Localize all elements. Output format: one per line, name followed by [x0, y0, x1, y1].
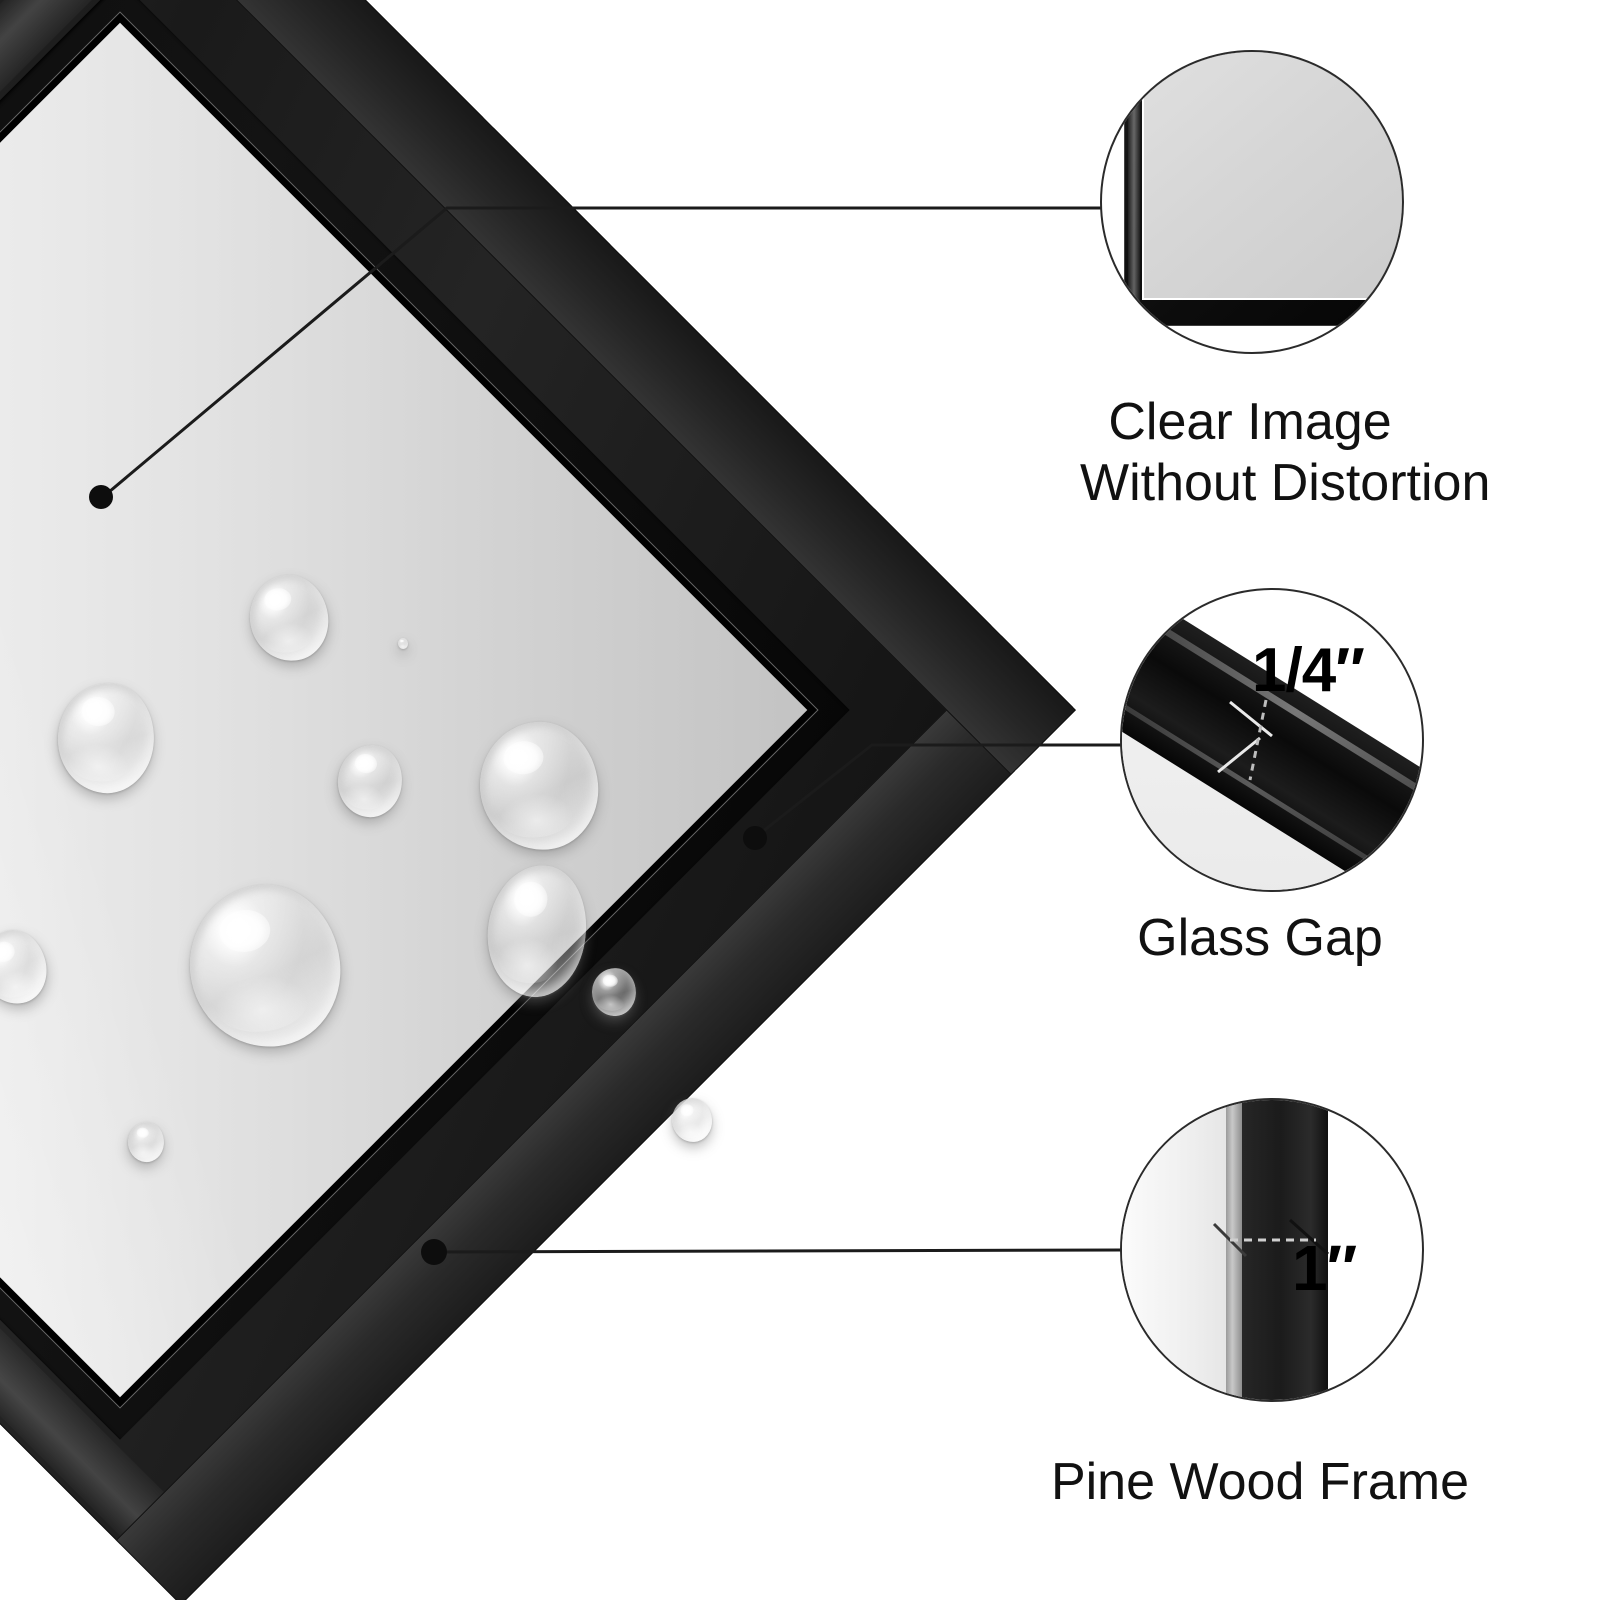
- water-droplet: [398, 638, 408, 649]
- detail-depth-glass-edge: [1226, 1100, 1242, 1400]
- dimension-label-glass-gap: 1/4″: [1252, 636, 1365, 705]
- detail-depth-wood: [1242, 1100, 1328, 1400]
- caption-clear-image-line1: Clear Image: [1108, 393, 1392, 451]
- caption-clear-image-line2: Without Distortion: [1080, 454, 1491, 513]
- callout-circle-pine-wood: [1120, 1098, 1424, 1402]
- callout-circle-clear-image: [1100, 50, 1404, 354]
- detail-depth-glass: [1122, 1100, 1226, 1400]
- product-photo: [0, 0, 1105, 1600]
- detail-gap-dimension-marks: [1217, 699, 1273, 781]
- caption-pine-wood: Pine Wood Frame: [1010, 1452, 1510, 1513]
- caption-pine-wood-line1: Pine Wood Frame: [1050, 1453, 1470, 1511]
- detail-frame-sheen: [1128, 52, 1140, 336]
- caption-glass-gap-line1: Glass Gap: [1137, 909, 1383, 967]
- caption-clear-image: Clear Image Without Distortion: [1080, 392, 1491, 515]
- detail-depth-dimension-marks: [1212, 1218, 1330, 1258]
- caption-glass-gap: Glass Gap: [1090, 908, 1430, 969]
- callout-circle-glass-gap: [1120, 588, 1424, 892]
- detail-glass-surface: [1142, 52, 1402, 300]
- dimension-label-pine-wood: 1″: [1292, 1232, 1357, 1304]
- water-droplet: [670, 1096, 714, 1144]
